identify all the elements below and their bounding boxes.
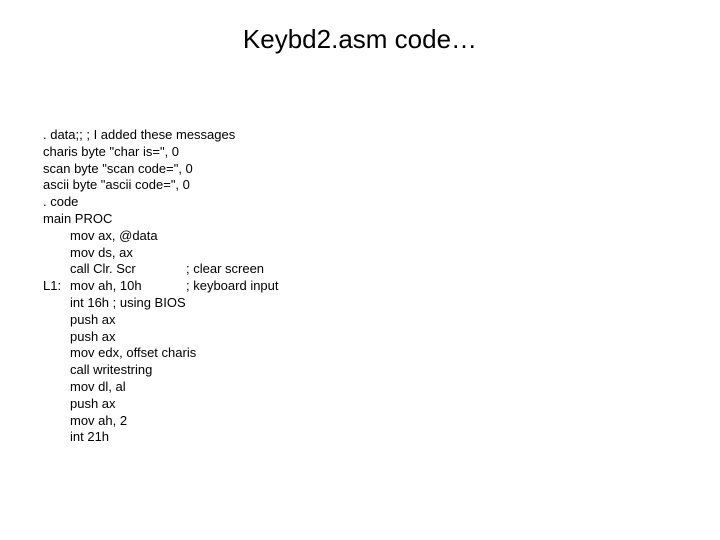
code-line: push ax xyxy=(43,312,116,329)
code-comment: ; keyboard input xyxy=(186,278,279,294)
code-text: mov edx, offset charis xyxy=(70,345,197,361)
code-text: mov ds, ax xyxy=(70,244,133,260)
code-line: scan byte "scan code=", 0 xyxy=(43,161,193,178)
code-text: push ax xyxy=(70,395,116,411)
code-text: charis byte "char is=", 0 xyxy=(43,143,180,159)
code-line: mov ah, 2 xyxy=(43,413,127,430)
code-text: scan byte "scan code=", 0 xyxy=(43,160,193,176)
code-text: push ax xyxy=(70,328,116,344)
code-listing: . data;; ; I added these messages charis… xyxy=(43,127,279,446)
code-line: push ax xyxy=(43,396,116,413)
code-line: main PROC xyxy=(43,211,112,228)
code-text: push ax xyxy=(70,311,116,327)
code-line: call Clr. Scr ; clear screen xyxy=(43,261,264,278)
code-text: mov ax, @data xyxy=(70,227,158,243)
code-line: ascii byte "ascii code=", 0 xyxy=(43,177,190,194)
code-line: L1: mov ah, 10h ; keyboard input xyxy=(43,278,279,295)
code-line: call writestring xyxy=(43,362,152,379)
code-text: int 21h xyxy=(70,429,110,445)
slide-title: Keybd2.asm code… xyxy=(242,24,478,54)
code-label: L1: xyxy=(43,278,62,294)
code-line: mov edx, offset charis xyxy=(43,345,196,362)
code-text: mov ah, 10h xyxy=(70,278,142,294)
code-text: ascii byte "ascii code=", 0 xyxy=(43,177,190,193)
code-line: charis byte "char is=", 0 xyxy=(43,144,179,161)
code-line: push ax xyxy=(43,329,116,346)
code-text: mov ah, 2 xyxy=(70,412,128,428)
code-line: . code xyxy=(43,194,78,211)
code-line: mov ds, ax xyxy=(43,245,133,262)
code-line: mov dl, al xyxy=(43,379,126,396)
code-text: call writestring xyxy=(70,362,153,378)
code-text: call Clr. Scr xyxy=(70,261,136,277)
code-text: mov dl, al xyxy=(70,378,126,394)
code-line: mov ax, @data xyxy=(43,228,158,245)
code-line: . data;; ; I added these messages xyxy=(43,127,235,144)
code-text: main PROC xyxy=(43,210,113,226)
code-comment: ; clear screen xyxy=(186,261,265,277)
code-line: int 16h ; using BIOS xyxy=(43,295,186,312)
code-text: int 16h ; using BIOS xyxy=(70,294,186,310)
code-text: . code xyxy=(43,194,79,210)
code-line: int 21h xyxy=(43,429,109,446)
code-text: . data;; ; I added these messages xyxy=(43,127,236,142)
